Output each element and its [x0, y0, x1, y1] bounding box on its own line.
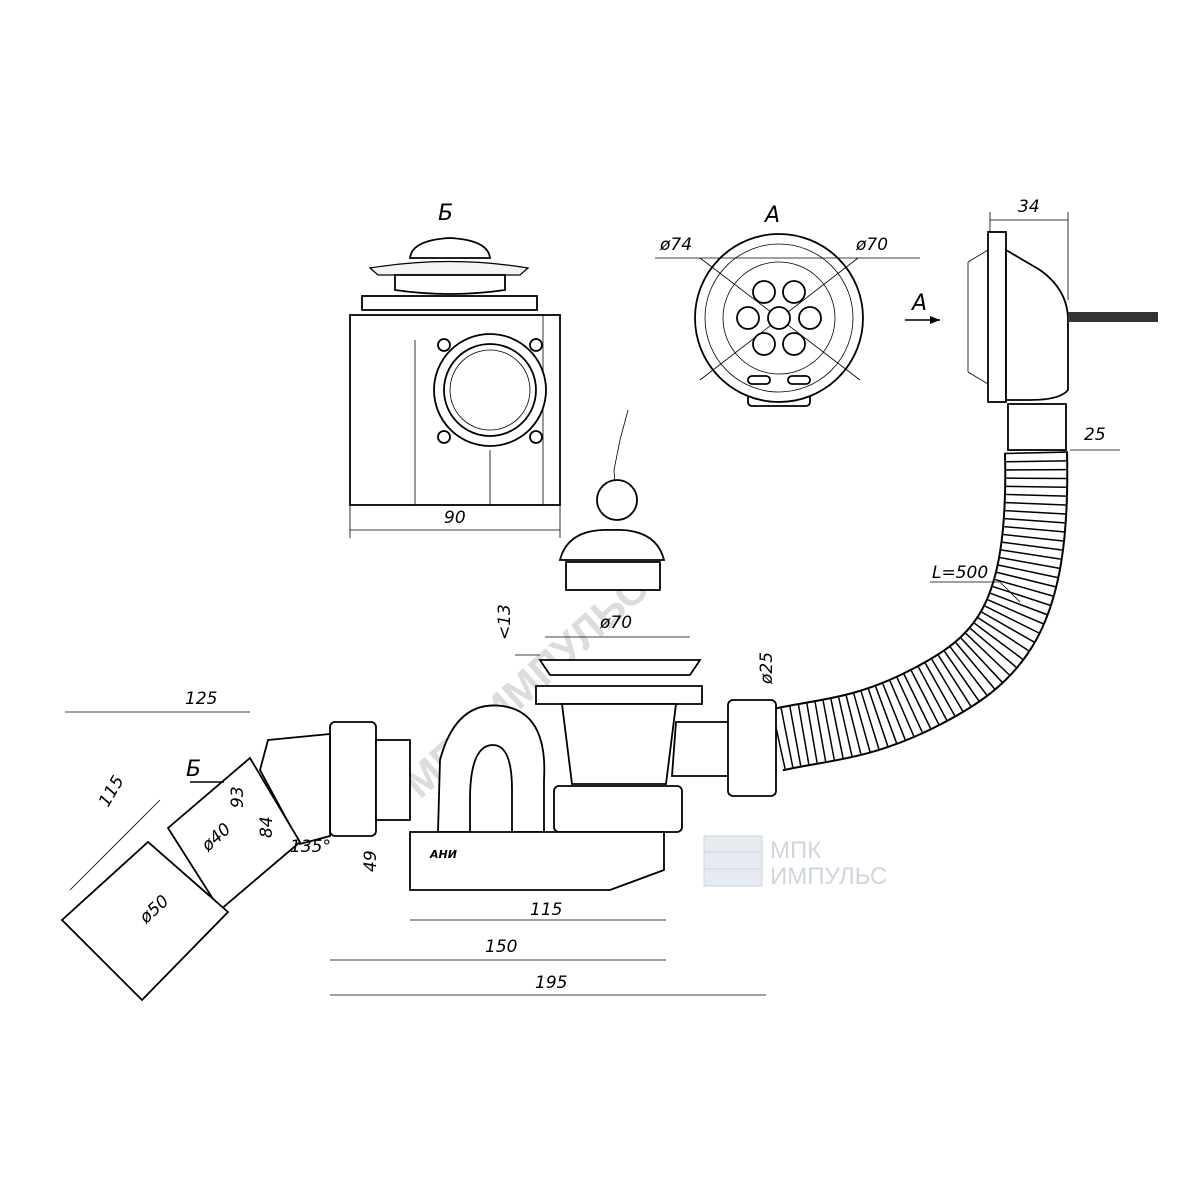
arrow-a-label: А [910, 291, 927, 316]
dim-84: 84 [257, 816, 277, 838]
dim-L500: L=500 [932, 563, 988, 583]
view-a-grate: А ø74 ø70 [655, 203, 920, 407]
brand-mark: АНИ [429, 848, 457, 861]
dim-25: 25 [1084, 425, 1106, 445]
watermark-logo-line2: ИМПУЛЬС [770, 863, 887, 890]
dim-phi70-top: ø70 [855, 235, 888, 255]
dim-115: 115 [530, 900, 562, 920]
dim-phi25: ø25 [757, 652, 777, 685]
dim-lt13: <13 [495, 604, 515, 640]
dim-135-degrees: 135° [290, 837, 331, 857]
dim-150: 150 [485, 937, 517, 957]
dim-34: 34 [1018, 197, 1040, 217]
dim-phi70-main: ø70 [599, 613, 632, 633]
view-b-label: Б [438, 201, 453, 226]
corrugated-hose: L=500 [768, 451, 1069, 772]
dim-90: 90 [444, 508, 466, 528]
trap-assembly: АНИ [329, 659, 777, 891]
dim-49: 49 [361, 850, 381, 872]
arrow-b-label: Б [186, 757, 201, 782]
view-a-label: А [763, 203, 780, 228]
angled-outlet: ø50 ø40 Б [60, 733, 331, 1002]
dim-125: 125 [185, 689, 217, 709]
view-b-overflow-body: Б 90 [349, 201, 561, 538]
dim-195: 195 [535, 973, 567, 993]
stopper-with-chain [558, 409, 666, 591]
watermark-logo: МПК ИМПУЛЬС [703, 835, 887, 890]
dim-115-diag: 115 [95, 772, 129, 810]
overflow-side-view: А 34 25 [905, 197, 1158, 451]
watermark-logo-line1: МПК [770, 837, 821, 864]
dim-phi74: ø74 [659, 235, 692, 255]
dim-93: 93 [228, 786, 248, 808]
